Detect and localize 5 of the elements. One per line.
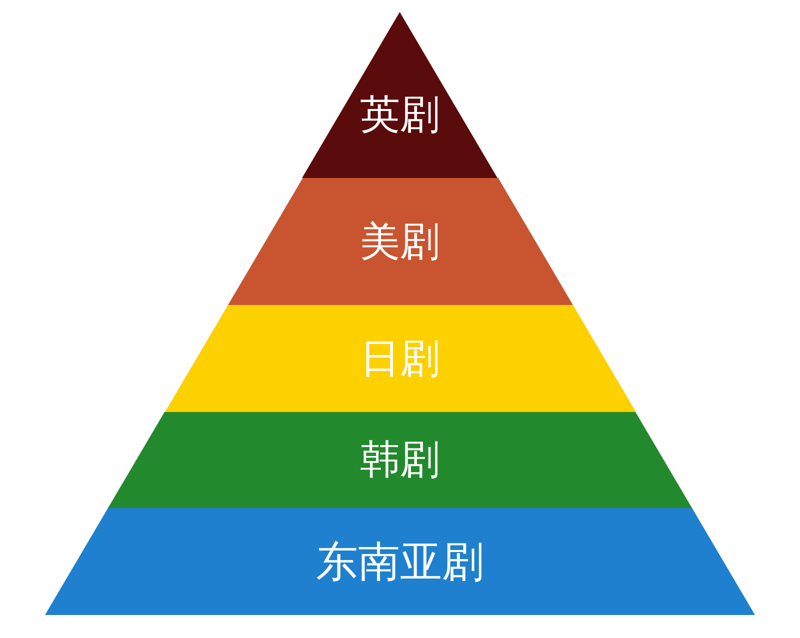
tier-label: 日剧 <box>360 334 440 382</box>
tier-label: 东南亚剧 <box>316 538 484 586</box>
tier-label: 英剧 <box>360 90 440 139</box>
tier-label: 韩剧 <box>360 436 440 484</box>
tier-label: 美剧 <box>360 218 440 266</box>
